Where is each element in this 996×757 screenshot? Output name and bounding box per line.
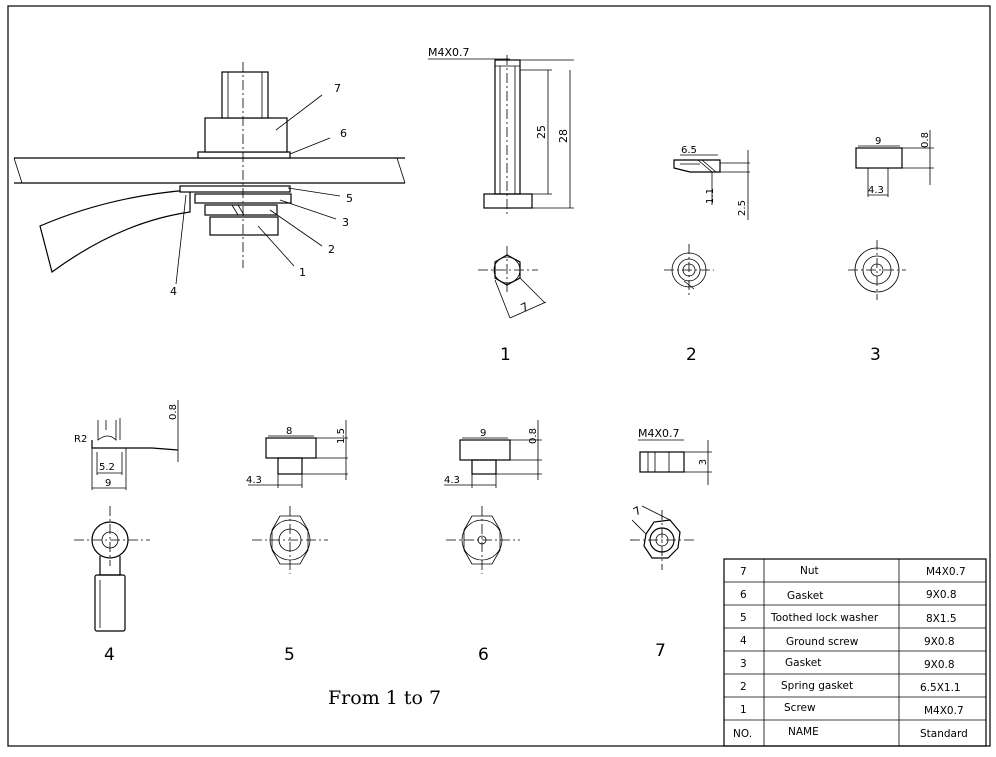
part5-thickness: 1.5 — [336, 428, 347, 444]
leader-2: 2 — [328, 243, 335, 256]
row-no: 3 — [740, 658, 747, 670]
row-standard: M4X0.7 — [924, 705, 964, 717]
part-5-lock-washer: 8 1.5 4.3 5 — [246, 420, 348, 665]
row-name: Screw — [784, 702, 816, 714]
row-name: Gasket — [787, 590, 823, 602]
row-no: 6 — [740, 589, 747, 601]
part-7-nut: M4X0.7 3 7 7 — [630, 427, 712, 661]
part7-label: 7 — [655, 641, 666, 661]
row-standard: 9X0.8 — [924, 636, 955, 648]
table-row: 1 Screw M4X0.7 — [740, 702, 964, 717]
header-name: NAME — [788, 726, 819, 738]
part2-thickness: 1.1 — [705, 188, 716, 204]
part-2-spring-gasket: 6.5 1.1 2.5 2 — [664, 145, 750, 365]
row-name: Toothed lock washer — [770, 612, 879, 624]
part3-thickness: 0.8 — [920, 132, 931, 148]
table-header: NO. NAME Standard — [733, 726, 968, 740]
part3-label: 3 — [870, 345, 881, 365]
part4-width: 9 — [105, 478, 111, 489]
table-row: 5 Toothed lock washer 8X1.5 — [740, 612, 957, 625]
table-row: 7 Nut M4X0.7 — [740, 565, 966, 578]
assembly-view: 7 6 5 3 2 1 4 — [13, 62, 406, 298]
row-name: Nut — [800, 565, 819, 577]
row-no: 1 — [740, 704, 747, 716]
part7-height: 3 — [698, 459, 709, 465]
leader-5: 5 — [346, 192, 353, 205]
part6-label: 6 — [478, 645, 489, 665]
part2-height: 2.5 — [737, 200, 748, 216]
row-standard: 8X1.5 — [926, 613, 957, 625]
part6-thickness: 0.8 — [528, 428, 539, 444]
leader-4: 4 — [170, 285, 177, 298]
row-no: 7 — [740, 566, 747, 578]
table-row: 2 Spring gasket 6.5X1.1 — [740, 680, 961, 694]
row-standard: 6.5X1.1 — [920, 682, 961, 694]
row-name: Ground screw — [786, 636, 859, 648]
row-standard: M4X0.7 — [926, 566, 966, 578]
part1-length-thread: 25 — [535, 125, 548, 139]
caption: From 1 to 7 — [328, 687, 441, 709]
row-standard: 9X0.8 — [924, 659, 955, 671]
leader-1: 1 — [299, 266, 306, 279]
header-standard: Standard — [920, 728, 968, 740]
part6-inner-dia: 4.3 — [444, 475, 460, 486]
part3-inner-dia: 4.3 — [868, 185, 884, 196]
part7-hex-size: 7 — [631, 504, 644, 519]
leader-3: 3 — [342, 216, 349, 229]
part1-label: 1 — [500, 345, 511, 365]
part-4-ground-terminal: R2 0.8 5.2 9 4 — [74, 400, 179, 665]
sheet-border — [7, 5, 991, 747]
part4-label: 4 — [104, 645, 115, 665]
parts-table: 7 Nut M4X0.7 6 Gasket 9X0.8 5 Toothed lo… — [723, 558, 987, 747]
part1-thread: M4X0.7 — [428, 46, 470, 59]
leader-6: 6 — [340, 127, 347, 140]
part5-outer-dia: 8 — [286, 426, 292, 437]
part5-inner-dia: 4.3 — [246, 475, 262, 486]
leader-7: 7 — [334, 82, 341, 95]
part3-outer-dia: 9 — [875, 136, 881, 147]
table-row: 4 Ground screw 9X0.8 — [740, 635, 955, 648]
header-no: NO. — [733, 728, 752, 740]
part7-thread: M4X0.7 — [638, 427, 680, 440]
part1-hex-size: 7 — [519, 300, 531, 315]
part5-label: 5 — [284, 645, 295, 665]
row-no: 4 — [740, 635, 747, 647]
part-6-gasket: 9 0.8 4.3 6 — [444, 420, 542, 665]
part4-inner: 5.2 — [99, 462, 115, 473]
row-no: 5 — [740, 612, 747, 624]
part4-thickness: 0.8 — [168, 404, 179, 420]
part2-label: 2 — [686, 345, 697, 365]
part1-length-total: 28 — [557, 129, 570, 143]
row-name: Spring gasket — [781, 680, 853, 692]
part2-inner-dia: 6.5 — [681, 145, 697, 156]
part4-radius: R2 — [74, 434, 87, 445]
part6-outer-dia: 9 — [480, 428, 486, 439]
table-row: 6 Gasket 9X0.8 — [740, 589, 957, 602]
part-3-gasket: 9 0.8 4.3 3 — [848, 130, 934, 365]
row-name: Gasket — [785, 657, 821, 669]
table-row: 3 Gasket 9X0.8 — [740, 657, 955, 671]
row-standard: 9X0.8 — [926, 589, 957, 601]
row-no: 2 — [740, 681, 747, 693]
part-1-screw: M4X0.7 25 28 7 1 — [428, 46, 574, 365]
